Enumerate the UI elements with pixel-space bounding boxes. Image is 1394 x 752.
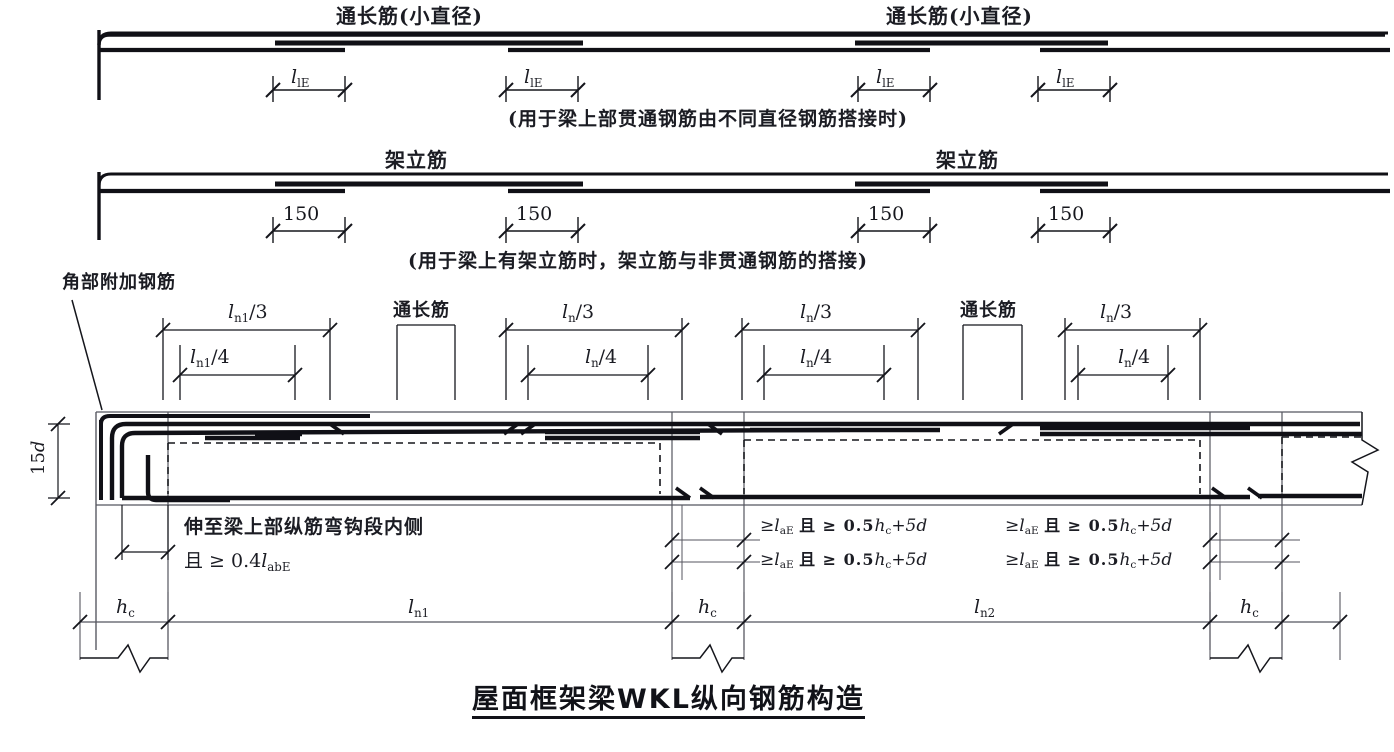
- span-dimension-ticks: [155, 322, 1208, 383]
- span-dimension-brackets: [162, 318, 1201, 400]
- span-dim-upper-4: ln/3: [1100, 301, 1133, 325]
- lap-dimension-lines: [272, 76, 1111, 102]
- span-dim-lower-3: ln/4: [800, 346, 833, 370]
- note-min-anchorage: 且 ≥ 0.4labE: [184, 550, 291, 574]
- label-through-bar-small-dia-left: 通长筋(小直径): [336, 4, 483, 28]
- span-dim-lower-2: ln/4: [585, 346, 618, 370]
- panel-mid-rebar-group: [97, 172, 1390, 243]
- erection-dimension-lines: [272, 217, 1111, 243]
- caption-top-panel: (用于梁上部贯通钢筋由不同直径钢筋搭接时): [508, 108, 908, 130]
- column-break-symbols: [80, 643, 1282, 674]
- erection-dim-4: 150: [1048, 203, 1085, 225]
- lap-dim-1: llE: [291, 66, 310, 90]
- bottom-dimension-ticks: [72, 614, 1348, 630]
- span-dim-lower-4: ln/4: [1118, 346, 1151, 370]
- top-continuous-rebar-inner: [119, 427, 841, 498]
- label-through-bar-small-dia-right: 通长筋(小直径): [886, 4, 1033, 28]
- anchor-note-4: ≥laE 且 ≥ 0.5hc+5d: [1005, 550, 1173, 572]
- anchor-note-1: ≥laE 且 ≥ 0.5hc+5d: [760, 516, 928, 538]
- beam-break-symbol-right: [1350, 412, 1380, 506]
- left-anchor-dimension: [121, 505, 169, 560]
- lap-dim-4: llE: [1056, 66, 1075, 90]
- label-corner-additional-rebar: 角部附加钢筋: [62, 272, 176, 293]
- caption-mid-panel: (用于梁上有架立筋时，架立筋与非贯通钢筋的搭接): [408, 250, 868, 272]
- dashed-section-outline: [167, 436, 1362, 494]
- erection-dimension-ticks: [265, 223, 1118, 239]
- left-anchor-ticks: [114, 544, 176, 560]
- erection-dim-1: 150: [283, 203, 320, 225]
- bent-hook-rebar: [145, 455, 230, 503]
- panel-main-beam: [48, 299, 1380, 674]
- erection-dim-2: 150: [516, 203, 553, 225]
- lap-dim-3: llE: [876, 66, 895, 90]
- mid-bar-run: [97, 172, 1388, 187]
- bottom-dimension-extensions: [79, 592, 1341, 660]
- lap-dimension-ticks: [265, 82, 1118, 98]
- label-through-bar-2: 通长筋: [960, 300, 1017, 321]
- anchorage-ticks-right: [1202, 532, 1290, 570]
- top-continuous-rebar-outer: [109, 421, 1360, 500]
- rebar-end-hooks-top: [328, 422, 1015, 436]
- anchorage-dimension-lines-mid: [672, 505, 760, 580]
- span-dim-upper-1: ln1/3: [228, 301, 268, 325]
- top-bar-run: [97, 31, 1388, 46]
- note-extend-to-hook: 伸至梁上部纵筋弯钩段内侧: [184, 516, 425, 538]
- rebar-end-hooks-bottom: [674, 486, 1264, 500]
- bottom-dim-ln1: ln1: [408, 596, 430, 620]
- bottom-dim-hc-mid: hc: [698, 596, 717, 620]
- erection-dim-3: 150: [868, 203, 905, 225]
- span-dim-upper-3: ln/3: [800, 301, 833, 325]
- span-dim-upper-2: ln/3: [562, 301, 595, 325]
- anchor-note-2: ≥laE 且 ≥ 0.5hc+5d: [1005, 516, 1173, 538]
- label-hook-15d: 15d: [28, 440, 49, 475]
- label-erection-bar-left: 架立筋: [385, 148, 448, 172]
- label-erection-bar-right: 架立筋: [936, 148, 999, 172]
- drawing-title: 屋面框架梁WKL纵向钢筋构造: [472, 686, 865, 719]
- hook-15d-ticks: [50, 416, 66, 506]
- label-through-bar-1: 通长筋: [393, 300, 450, 321]
- bottom-dim-hc-left: hc: [116, 596, 135, 620]
- bottom-dim-hc-right: hc: [1240, 596, 1259, 620]
- lap-dim-2: llE: [524, 66, 543, 90]
- anchor-note-3: ≥laE 且 ≥ 0.5hc+5d: [760, 550, 928, 572]
- corner-additional-rebar-top: [99, 414, 370, 425]
- bottom-dim-ln2: ln2: [974, 596, 996, 620]
- panel-top-rebar-group: [97, 30, 1390, 102]
- span-dim-lower-1: ln1/4: [190, 346, 230, 370]
- anchorage-dimension-lines-right: [1210, 505, 1300, 580]
- anchorage-ticks-mid: [664, 532, 752, 570]
- corner-rebar-leader: [71, 299, 103, 411]
